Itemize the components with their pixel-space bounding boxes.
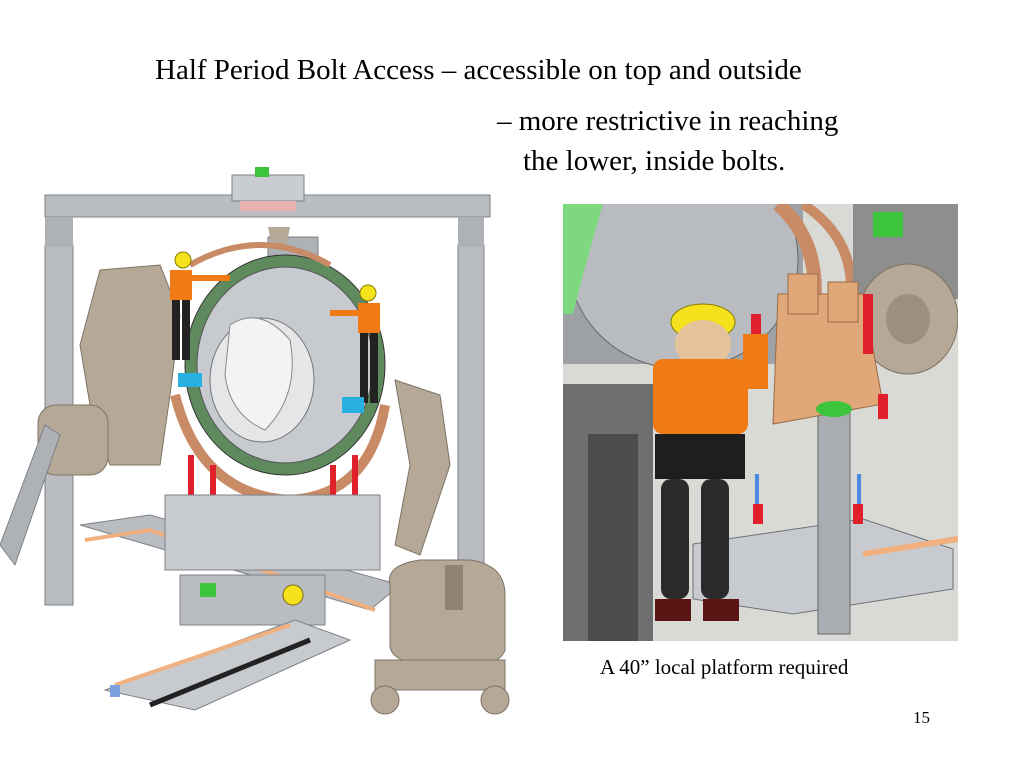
assembly-render-image	[0, 165, 515, 735]
page-number: 15	[913, 708, 930, 727]
title-line-1: Half Period Bolt Access – accessible on …	[155, 54, 802, 86]
closeup-render-icon	[563, 204, 958, 641]
title-line-3: the lower, inside bolts.	[523, 145, 786, 177]
title-line-2: – more restrictive in reaching	[497, 105, 839, 137]
assembly-render-icon	[0, 167, 510, 715]
closeup-render-image	[563, 204, 958, 641]
figure-caption: A 40” local platform required	[600, 655, 849, 679]
